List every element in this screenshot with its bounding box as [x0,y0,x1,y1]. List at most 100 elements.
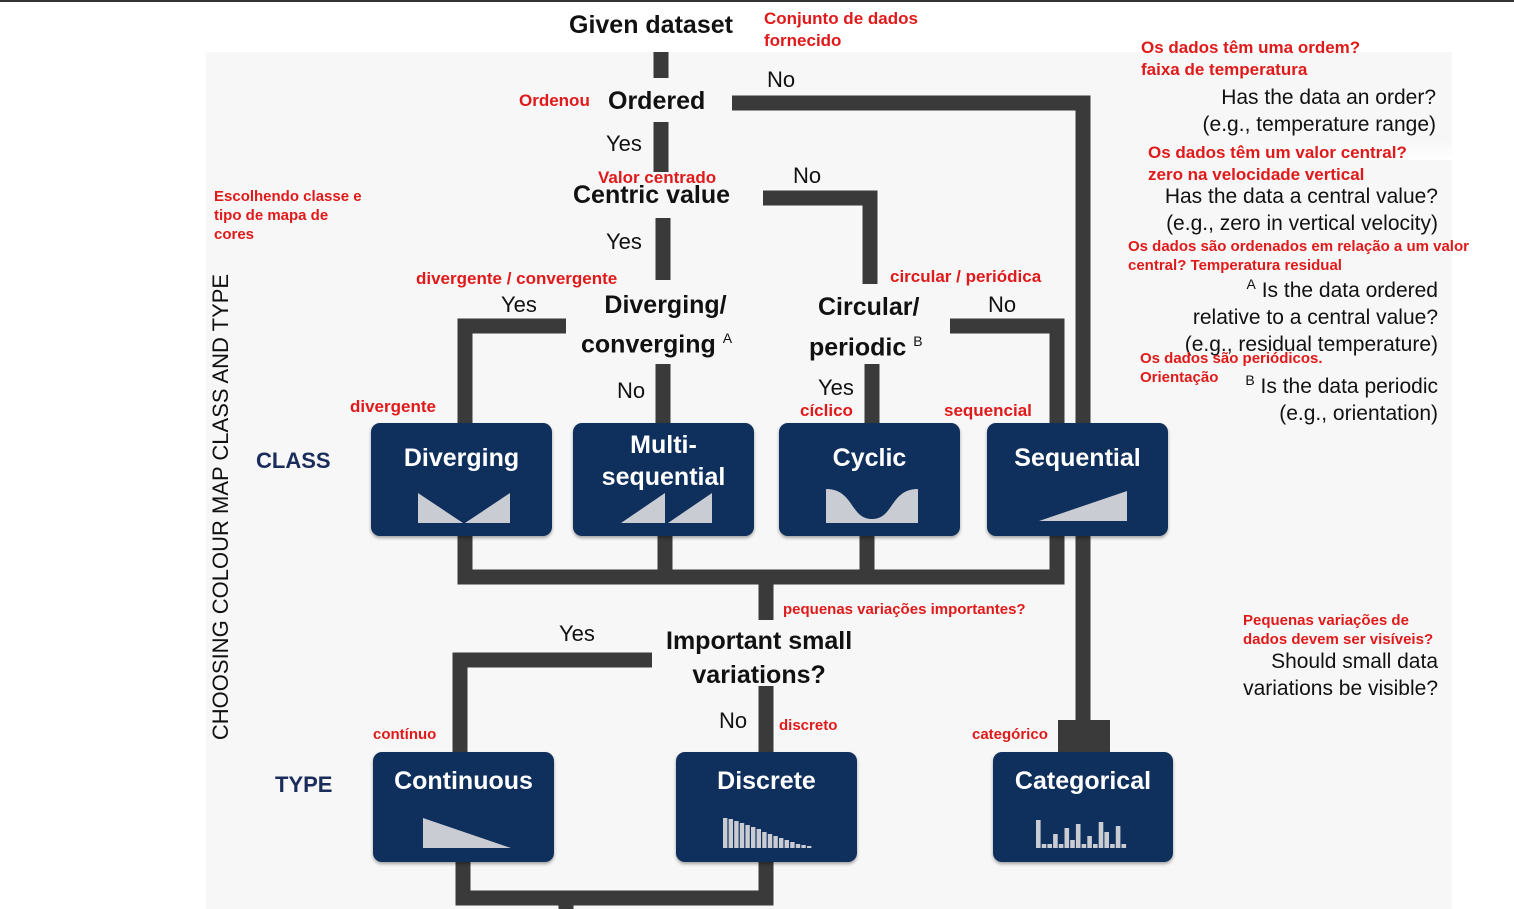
node-line-text: converging [581,330,716,359]
connector-circular-no [950,318,1065,424]
discrete-glyph-bar [728,819,733,848]
discrete-glyph-bar [795,844,801,848]
node-line: Diverging/ [604,291,727,319]
annotation-diverging-converging: divergente / convergente [416,269,618,288]
question-order: Has the data an order? (e.g., temperatur… [1203,84,1436,138]
discrete-glyph-bar [723,818,728,848]
connector-class-merge [457,536,1065,585]
connector-important-yes [452,652,652,752]
discrete-glyph-bar [773,836,778,848]
answer-yes: Yes [818,375,854,400]
annotation-choosing: Escolhendo classe e tipo de mapa de core… [214,187,362,244]
categorical-glyph-icon [1036,820,1127,848]
annotation-line: faixa de temperatura [1141,60,1308,79]
categorical-glyph-bar [1047,844,1052,848]
annotation-centric-value: Valor centrado [598,168,717,187]
annotation-small-variations: pequenas variações importantes? [783,601,1026,618]
discrete-glyph-bar [807,846,812,848]
categorical-glyph-bar [1064,828,1070,848]
node-given-dataset: Given dataset [569,11,733,39]
annotation-categorical: categórico [972,726,1048,743]
answer-no: No [617,378,646,403]
annotation-q-periodic: Os dados são periódicos. Orientação [1140,349,1323,387]
annotation-given-dataset: Conjunto de dados fornecido [764,8,918,52]
class-label-line: Multi- [630,431,697,459]
question-periodic: B Is the data periodic (e.g., orientatio… [1245,367,1438,427]
annotation-line: fornecido [764,31,842,50]
type-box-discrete: Discrete [676,752,857,862]
annotation-q-relative: Os dados são ordenados em relação a um v… [1128,237,1469,275]
annotation-line: Orientação [1140,369,1219,386]
categorical-glyph-bar [1058,844,1064,848]
annotation-line: zero na velocidade vertical [1148,165,1365,184]
question-line: Has the data a central value? [1164,185,1438,208]
annotation-line: Conjunto de dados [764,9,918,28]
discrete-glyph-bar [734,821,739,848]
node-centric-value: Centric value [573,181,731,209]
question-line: (e.g., residual temperature) [1184,333,1438,356]
class-box-diverging: Diverging [371,423,552,536]
answer-no: No [719,708,748,733]
node-line: Important small [666,627,853,655]
footnote-mark-a: A [1246,276,1256,292]
categorical-glyph-bar [1104,832,1109,848]
discrete-glyph-bar [745,825,750,848]
categorical-glyph-bar [1087,836,1092,848]
footnote-mark-a: A [722,330,733,346]
diverging-glyph-icon [418,493,510,523]
question-line: variations be visible? [1243,677,1438,700]
panel-fade [1230,140,1452,160]
question-line-text: Is the data periodic [1260,375,1438,398]
type-label-continuous: Continuous [394,767,533,795]
categorical-glyph-bar [1081,844,1087,848]
class-box-cyclic: Cyclic [779,423,960,536]
question-line: (e.g., orientation) [1279,402,1438,425]
categorical-glyph-bar [1098,822,1104,848]
type-box-continuous: Continuous [373,752,554,862]
annotation-continuous: contínuo [373,726,437,743]
cyclic-glyph-icon [826,489,918,523]
question-line: Should small data [1271,650,1438,673]
annotation-circular-periodic: circular / periódica [890,267,1042,286]
annotation-discrete: discreto [779,717,838,734]
annotation-q-order: Os dados têm uma ordem? faixa de tempera… [1141,37,1360,81]
class-label-line: sequential [601,463,726,491]
annotation-cyclic: cíclico [800,401,853,420]
question-line-text: Is the data ordered [1261,279,1438,302]
node-ordered: Ordered [608,87,706,115]
answer-no: No [767,67,796,92]
node-line: converging A [581,322,732,361]
question-line: (e.g., temperature range) [1202,113,1436,136]
row-label-class: CLASS [256,448,331,473]
annotation-q-central: Os dados têm um valor central? zero na v… [1148,142,1407,186]
node-important-small-variations: Important small variations? [666,624,852,692]
annotation-line: Os dados são ordenados em relação a um v… [1128,238,1469,255]
answer-yes: Yes [501,292,537,317]
node-line-text: periodic [809,333,907,362]
annotation-ordered: Ordenou [519,91,590,110]
discrete-glyph-bar [784,840,789,848]
annotation-line: cores [214,226,255,243]
question-central: Has the data a central value? (e.g., zer… [1165,183,1438,237]
answer-no: No [793,163,822,188]
class-label-multi-sequential: Multi- sequential [573,429,754,493]
annotation-q-small: Pequenas variações de dados devem ser vi… [1243,611,1433,649]
class-box-sequential: Sequential [987,423,1168,536]
class-label-sequential: Sequential [1014,444,1141,472]
class-label-cyclic: Cyclic [832,444,907,472]
discrete-glyph-bar [739,823,745,848]
discrete-glyph-bar [751,827,756,848]
categorical-glyph-bar [1075,824,1081,848]
multi-sequential-glyph-icon [621,493,712,523]
question-line: (e.g., zero in vertical velocity) [1166,212,1438,235]
node-circular-periodic: Circular/ periodic B [809,290,923,364]
type-label-discrete: Discrete [717,767,816,795]
continuous-glyph-icon [423,818,511,848]
annotation-line: Pequenas variações de [1243,612,1409,629]
discrete-glyph-icon [723,818,812,848]
type-label-categorical: Categorical [1014,767,1152,795]
question-line: A Is the data ordered [1185,271,1438,304]
categorical-glyph-bar [1070,840,1075,848]
question-line: Has the data an order? [1221,86,1436,109]
